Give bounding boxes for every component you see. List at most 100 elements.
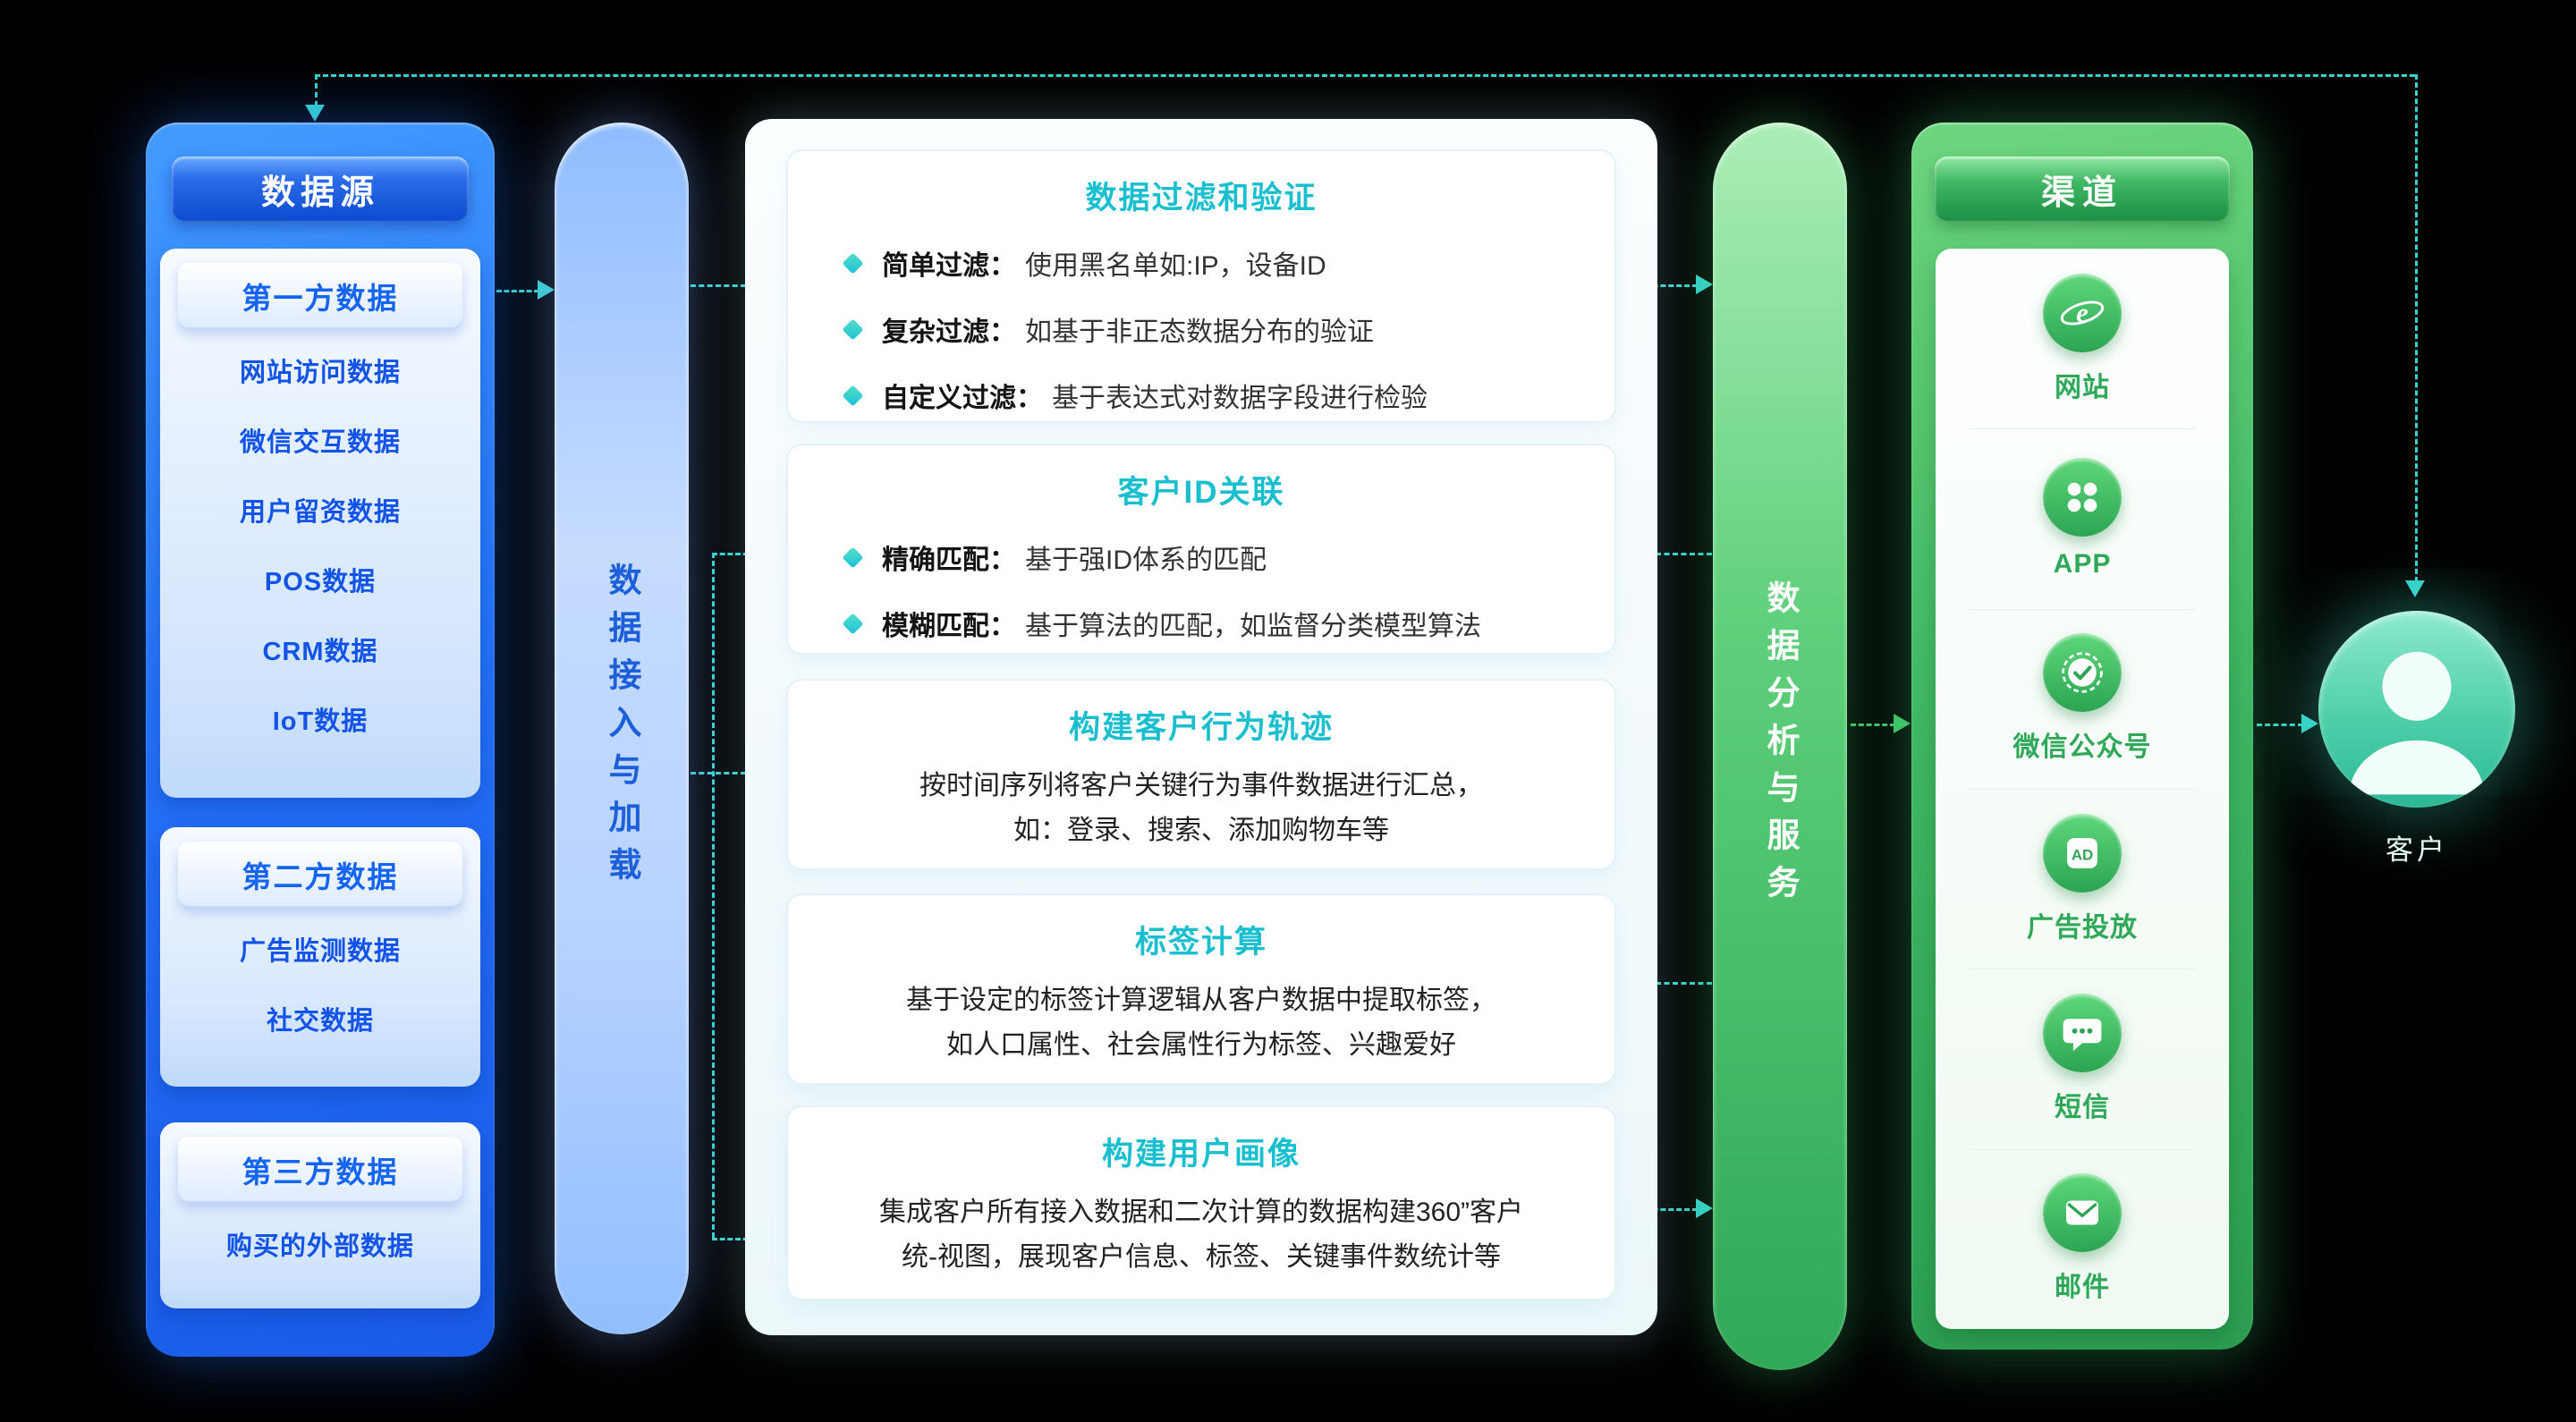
channel-label-sms: 短信	[2055, 1092, 2110, 1122]
behavior-track-title: 构建客户行为轨迹	[1068, 710, 1334, 745]
connector-analysis-to-channels	[1851, 724, 1895, 726]
process-box-behavior-track: 构建客户行为轨迹 按时间序列将客户关键行为事件数据进行汇总， 如：登录、搜索、添…	[786, 679, 1616, 870]
arrow-to-analysis-bar-top-icon	[1696, 275, 1713, 294]
data-sources-title: 数据源	[172, 157, 469, 221]
process-box-filter-validation: 数据过滤和验证 简单过滤： 使用黑名单如:IP，设备ID 复杂过滤： 如基于非正…	[786, 149, 1616, 423]
channel-item-website: e 网站	[1936, 249, 2229, 428]
channel-item-ads: AD 广告投放	[1936, 788, 2229, 969]
channel-label-ads: 广告投放	[2027, 912, 2138, 943]
connector-filter-to-analysis	[1621, 284, 1698, 287]
analysis-service-bar: 数据分析与服务	[1713, 123, 1847, 1370]
filter-validation-bullets: 简单过滤： 使用黑名单如:IP，设备ID 复杂过滤： 如基于非正态数据分布的验证…	[842, 243, 1614, 415]
arrow-to-analysis-bar-bottom-icon	[1696, 1198, 1713, 1218]
channel-label-email: 邮件	[2055, 1273, 2110, 1303]
id-association-bullets: 精确匹配： 基于强ID体系的匹配 模糊匹配： 基于算法的匹配，如监督分类模型算法	[842, 537, 1614, 643]
bullet-simple-filter: 简单过滤： 使用黑名单如:IP，设备ID	[842, 243, 1614, 283]
connector-analysis-to-idmatch	[1639, 553, 1712, 555]
tag-computation-line-2: 如人口属性、社会属性行为标签、兴趣爱好	[946, 1030, 1456, 1060]
tag-computation-line-1: 基于设定的标签计算逻辑从客户数据中提取标签，	[906, 986, 1496, 1015]
customer-label: 客户	[2385, 834, 2448, 866]
channel-item-sms: 短信	[1936, 969, 2229, 1148]
arrow-into-data-sources-icon	[305, 105, 325, 122]
data-source-item-website-visits: 网站访问数据	[239, 359, 401, 387]
bullet-fuzzy-match: 模糊匹配： 基于算法的匹配，如监督分类模型算法	[842, 604, 1614, 643]
diamond-bullet-icon	[842, 612, 864, 635]
channel-item-wechat-official: 微信公众号	[1936, 608, 2229, 789]
diamond-bullet-icon	[842, 384, 864, 407]
channel-item-app: APP	[1936, 428, 2229, 608]
wechat-official-badge-icon	[2043, 633, 2122, 713]
arrow-to-channels-icon	[1894, 714, 1911, 733]
first-party-data-items: 网站访问数据 微信交互数据 用户留资数据 POS数据 CRM数据 IoT数据	[160, 338, 480, 757]
first-party-data-header: 第一方数据	[178, 263, 462, 329]
channels-panel: 渠道 e 网站	[1911, 123, 2253, 1350]
tag-computation-title: 标签计算	[1134, 925, 1267, 960]
connector-analysis-to-tags	[1639, 982, 1712, 985]
channel-label-website: 网站	[2055, 372, 2110, 402]
user-profile-title: 构建用户画像	[1101, 1137, 1301, 1172]
channels-title: 渠道	[1935, 157, 2230, 221]
mail-envelope-icon	[2043, 1173, 2122, 1253]
diamond-bullet-icon	[842, 251, 864, 275]
customer-node: 客户	[2311, 611, 2522, 868]
channels-card: e 网站 APP	[1936, 249, 2229, 1329]
second-party-data-items: 广告监测数据 社交数据	[160, 917, 480, 1056]
channel-item-email: 邮件	[1936, 1148, 2229, 1329]
user-profile-line-1: 集成客户所有接入数据和二次计算的数据构建360”客户	[878, 1198, 1524, 1227]
data-source-item-purchased-external: 购买的外部数据	[225, 1232, 414, 1261]
third-party-data-card: 第三方数据 购买的外部数据	[160, 1122, 480, 1308]
arrow-into-customer-icon	[2405, 580, 2425, 597]
user-profile-line-2: 统-视图，展现客户信息、标签、关键事件数统计等	[902, 1242, 1501, 1272]
data-source-item-pos: POS数据	[264, 568, 377, 597]
analysis-service-bar-label: 数据分析与服务	[1762, 580, 1799, 912]
id-association-title: 客户ID关联	[1117, 475, 1285, 510]
third-party-data-header: 第三方数据	[178, 1137, 462, 1203]
bullet-custom-filter: 自定义过滤： 基于表达式对数据字段进行检验	[842, 376, 1614, 415]
sms-bubble-icon	[2043, 993, 2122, 1072]
channel-label-app: APP	[2053, 548, 2112, 579]
connector-top-feedback-line	[315, 74, 2415, 77]
ad-icon: AD	[2043, 813, 2122, 893]
connector-channels-to-customer	[2257, 724, 2303, 726]
data-source-item-user-leads: 用户留资数据	[239, 498, 401, 527]
arrow-to-ingest-bar-icon	[538, 280, 555, 300]
connector-profile-to-analysis	[1621, 1208, 1698, 1211]
arrow-to-customer-avatar-icon	[2301, 714, 2318, 733]
first-party-data-card: 第一方数据 网站访问数据 微信交互数据 用户留资数据 POS数据 CRM数据 I…	[160, 249, 480, 798]
process-box-id-association: 客户ID关联 精确匹配： 基于强ID体系的匹配 模糊匹配： 基于算法的匹配，如监…	[786, 444, 1616, 655]
diamond-bullet-icon	[842, 546, 864, 569]
bullet-exact-match: 精确匹配： 基于强ID体系的匹配	[842, 537, 1614, 577]
app-grid-icon	[2043, 457, 2122, 537]
ingest-load-bar-label: 数据接入与加载	[604, 563, 640, 894]
process-box-tag-computation: 标签计算 基于设定的标签计算逻辑从客户数据中提取标签， 如人口属性、社会属性行为…	[786, 893, 1616, 1085]
connector-top-right-drop	[2415, 74, 2418, 582]
process-box-user-profile: 构建用户画像 集成客户所有接入数据和二次计算的数据构建360”客户 统-视图，展…	[786, 1105, 1616, 1300]
connector-firstparty-to-ingest	[496, 290, 539, 292]
data-source-item-iot: IoT数据	[272, 707, 369, 736]
ingest-load-bar: 数据接入与加载	[555, 123, 689, 1334]
svg-text:AD: AD	[2072, 846, 2093, 863]
second-party-data-header: 第二方数据	[178, 842, 462, 908]
connector-ingest-to-filter	[691, 284, 771, 287]
second-party-data-card: 第二方数据 广告监测数据 社交数据	[160, 827, 480, 1087]
browser-icon: e	[2043, 273, 2122, 352]
filter-validation-title: 数据过滤和验证	[1085, 181, 1318, 216]
processing-panel: 数据过滤和验证 简单过滤： 使用黑名单如:IP，设备ID 复杂过滤： 如基于非正…	[745, 119, 1657, 1335]
data-source-item-social: 社交数据	[266, 1007, 374, 1036]
behavior-track-line-2: 如：登录、搜索、添加购物车等	[1013, 816, 1389, 845]
data-source-item-ad-monitoring: 广告监测数据	[239, 937, 401, 966]
connector-top-left-drop	[315, 74, 318, 106]
user-profile-text: 集成客户所有接入数据和二次计算的数据构建360”客户 统-视图，展现客户信息、标…	[788, 1190, 1614, 1280]
third-party-data-items: 购买的外部数据	[160, 1212, 480, 1282]
data-source-item-crm: CRM数据	[262, 638, 378, 666]
data-sources-panel: 数据源 第一方数据 网站访问数据 微信交互数据 用户留资数据 POS数据 CRM…	[146, 123, 495, 1357]
behavior-track-text: 按时间序列将客户关键行为事件数据进行汇总， 如：登录、搜索、添加购物车等	[788, 764, 1614, 853]
data-source-item-wechat-interaction: 微信交互数据	[239, 428, 401, 457]
svg-text:e: e	[2076, 298, 2088, 328]
tag-computation-text: 基于设定的标签计算逻辑从客户数据中提取标签， 如人口属性、社会属性行为标签、兴趣…	[788, 978, 1614, 1068]
connector-ingest-to-behavior	[691, 772, 771, 774]
behavior-track-line-1: 按时间序列将客户关键行为事件数据进行汇总，	[919, 771, 1483, 800]
diamond-bullet-icon	[842, 317, 864, 341]
connector-left-trunk	[712, 553, 715, 1238]
